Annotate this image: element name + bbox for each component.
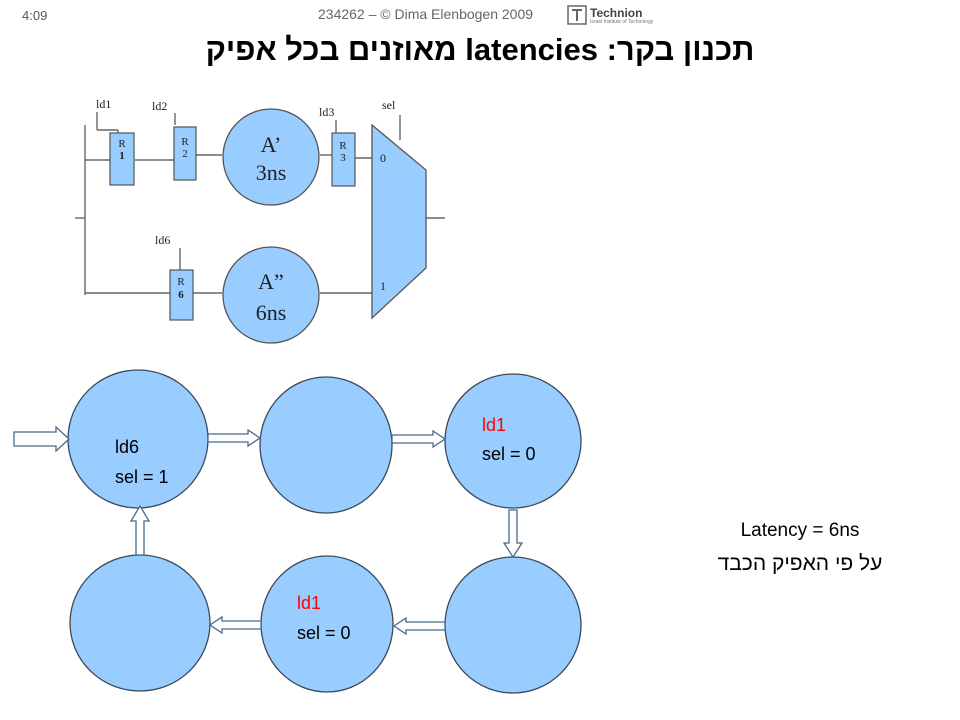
state-1: ld6 sel = 1 [67, 369, 209, 509]
state-3: ld1 sel = 0 [444, 373, 582, 509]
technion-logo: Technion Israel Institute of Technology [566, 4, 656, 28]
r3-letter: R [339, 140, 347, 152]
r6-letter: R [177, 276, 185, 288]
entry-arrow [13, 425, 70, 453]
r1-letter: R [118, 138, 126, 150]
label-ld2: ld2 [152, 99, 167, 113]
mux-input-0: 0 [380, 151, 386, 165]
transition-2-3 [391, 429, 447, 449]
multiplexer: 0 1 [371, 123, 427, 320]
mux-input-1: 1 [380, 279, 386, 293]
register-r2: R 2 [173, 126, 197, 181]
transition-6-1 [129, 504, 151, 556]
label-ld6: ld6 [155, 233, 170, 247]
state-3-output: ld1 [482, 415, 506, 435]
a-prime-delay: 3ns [256, 160, 287, 185]
label-ld3: ld3 [319, 105, 334, 119]
r3-number: 3 [340, 152, 346, 164]
transition-4-5 [392, 616, 446, 636]
a-double-prime-label: A” [258, 269, 284, 294]
r2-letter: R [181, 136, 189, 148]
a-prime-label: A’ [261, 132, 282, 157]
label-sel: sel [382, 98, 396, 112]
slide-title: תכנון בקר: latencies מאוזנים בכל אפיק [205, 32, 755, 67]
state-6 [69, 554, 211, 692]
latency-note: Latency = 6ns [740, 520, 860, 541]
heavy-path-note: על פי האפיק הכבד [717, 552, 883, 575]
unit-a-double-prime: A” 6ns [222, 246, 320, 344]
state-1-output: ld6 [115, 437, 139, 457]
unit-a-prime: A’ 3ns [222, 108, 320, 206]
register-r1: R 1 [109, 132, 135, 186]
state-5-select: sel = 0 [297, 623, 351, 643]
logo-subtext: Israel Institute of Technology [590, 19, 654, 25]
r1-number: 1 [119, 150, 125, 162]
transition-3-4 [502, 509, 524, 559]
logo-word: Technion [590, 6, 643, 20]
state-3-select: sel = 0 [482, 444, 536, 464]
transition-5-6 [208, 615, 262, 635]
transition-1-2 [207, 428, 262, 448]
label-ld1: ld1 [96, 97, 111, 111]
state-4 [444, 556, 582, 694]
r6-number: 6 [178, 289, 184, 301]
slide-number: 4:09 [22, 8, 48, 23]
state-5-output: ld1 [297, 593, 321, 613]
technion-logo-icon [567, 5, 587, 25]
state-5: ld1 sel = 0 [260, 555, 394, 693]
register-r3: R 3 [331, 132, 356, 187]
state-1-select: sel = 1 [115, 467, 169, 487]
copyright-text: 234262 – © Dima Elenbogen 2009 [318, 6, 534, 22]
r2-number: 2 [182, 148, 188, 160]
register-r6: R 6 [169, 269, 194, 321]
state-2 [259, 376, 393, 514]
a-double-prime-delay: 6ns [256, 300, 287, 325]
